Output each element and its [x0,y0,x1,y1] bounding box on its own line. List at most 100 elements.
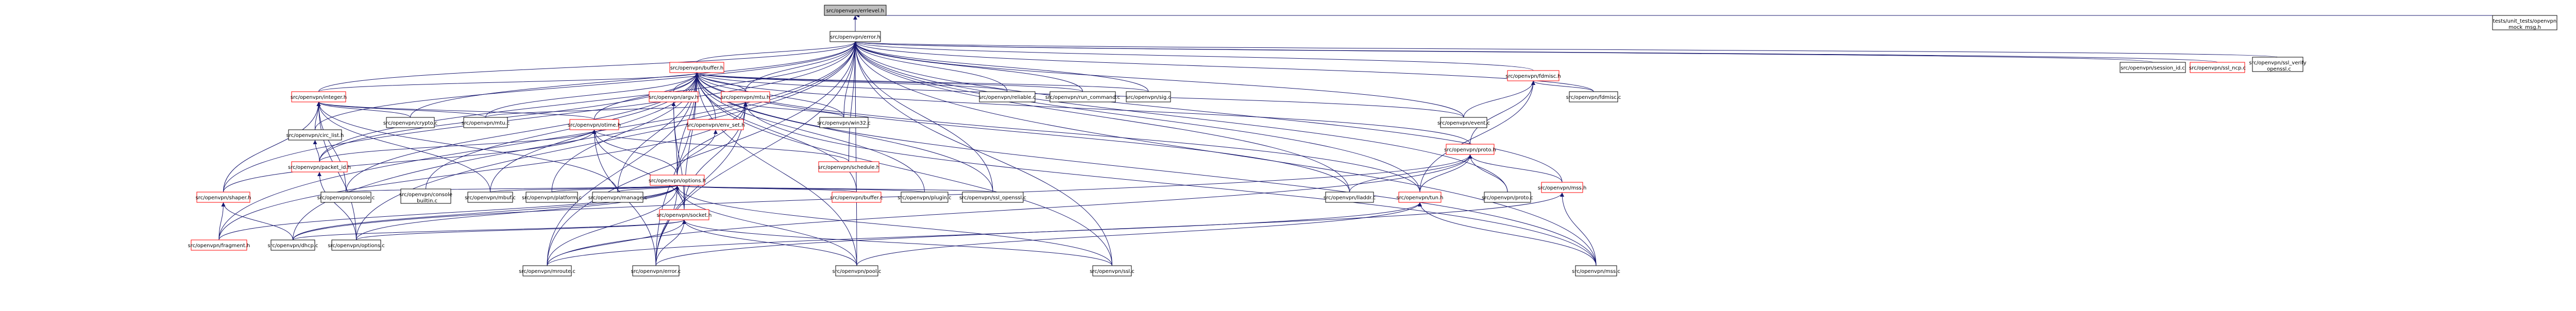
file-node-options-h[interactable]: src/openvpn/options.h [649,175,706,186]
file-node-env-set-h[interactable]: src/openvpn/env_set.h [686,119,745,130]
file-node-mss-c[interactable]: src/openvpn/mss.c [1572,265,1620,277]
file-node-label: src/openvpn/options.h [649,178,706,184]
file-node-label: src/openvpn/mroute.c [519,269,575,274]
file-node-mbuf-c[interactable]: src/openvpn/mbuf.c [465,192,516,203]
file-node-otime-h[interactable]: src/openvpn/otime.h [568,119,621,130]
file-node-packet-id-h[interactable]: src/openvpn/packet_id.h [288,161,351,172]
edge-mtu_c-to-buffer_h [485,72,699,118]
edge-run_command_c-to-buffer_h [694,72,1083,92]
file-node-schedule-h[interactable]: src/openvpn/schedule.h [818,161,879,172]
file-node-box [1325,192,1374,203]
edge-circ_list_h-to-error_h [315,41,857,130]
file-node-label: src/openvpn/error.h [830,34,880,40]
file-node-platform-c[interactable]: src/openvpn/platform.c [522,192,582,203]
file-node-buffer-h[interactable]: src/openvpn/buffer.h [669,62,724,73]
dependency-edges [218,13,2525,266]
edge-mbuf_c-to-options_h [490,185,680,193]
file-node-sig-c[interactable]: src/openvpn/sig.c [1126,91,1171,102]
edge-ssl_c-to-buffer_h [694,72,1112,266]
file-node-fdmisc-h[interactable]: src/openvpn/fdmisc.h [1505,70,1561,81]
file-node-win32-c[interactable]: src/openvpn/win32.c [817,117,871,128]
edge-dhcp_c-to-socket_h [293,219,686,240]
file-node-integer-h[interactable]: src/openvpn/integer.h [291,91,347,102]
file-node-console-c[interactable]: src/openvpn/console.c [317,192,375,203]
file-node-label: src/openvpn/buffer.h [670,65,723,71]
file-node-box [835,265,878,277]
file-node-box [1541,182,1583,193]
file-node-fdmisc-c[interactable]: src/openvpn/fdmisc.c [1566,91,1621,102]
edge-pool_c-to-tun_h [856,202,1422,266]
file-node-ssl-openssl-c[interactable]: src/openvpn/ssl_openssl.c [959,192,1026,203]
file-node-proto-c[interactable]: src/openvpn/proto.c [1482,192,1533,203]
file-node-label: src/openvpn/plugin.c [897,195,952,201]
edge-integer_h-to-error_h [318,41,857,92]
file-node-box [1092,265,1132,277]
file-node-label: src/openvpn/ssl.c [1090,269,1134,274]
edge-ssl_openssl_c-to-buffer_h [694,72,993,193]
file-node-label: tests/unit_tests/openvpn [2493,19,2557,24]
edge-mroute_c-to-options_h [547,185,680,266]
file-node-box [196,192,250,203]
edge-schedule_h-to-error_h [849,41,857,162]
file-node-mtu-c[interactable]: src/openvpn/mtu.c [462,117,510,128]
file-node-circ-list-h[interactable]: src/openvpn/circ_list.h [286,129,344,141]
file-node-crypto-c[interactable]: src/openvpn/crypto.c [383,117,437,128]
file-node-dhcp-c[interactable]: src/openvpn/dhcp.c [267,239,318,251]
file-node-box [1440,117,1487,128]
file-node-errlevel-h[interactable]: src/openvpn/errlevel.h [824,5,887,16]
file-node-console-builtin-c[interactable]: src/openvpn/console_builtin.c [399,188,452,204]
file-node-buffer-c[interactable]: src/openvpn/buffer.c [830,192,883,203]
file-node-mroute-c[interactable]: src/openvpn/mroute.c [519,265,575,277]
edge-socket_h-to-argv_h [671,101,685,210]
file-node-label: src/openvpn/packet_id.h [288,165,351,170]
file-node-run-command-c[interactable]: src/openvpn/run_command.c [1045,91,1120,102]
file-node-box [1575,265,1617,277]
file-node-ssl-ncp-c[interactable]: src/openvpn/ssl_ncp.c [2189,62,2246,73]
file-node-mss-h[interactable]: src/openvpn/mss.h [1538,182,1587,193]
file-node-box [1126,91,1171,102]
file-node-box [824,5,887,16]
file-node-event-c[interactable]: src/openvpn/event.c [1437,117,1490,128]
file-node-box [2120,62,2186,73]
file-node-options-c[interactable]: src/openvpn/options.c [328,239,385,251]
file-node-box [291,161,348,172]
file-node-proto-h[interactable]: src/openvpn/proto.h [1444,144,1496,155]
file-node-label: src/openvpn/sig.c [1126,95,1171,100]
file-node-tun-h[interactable]: src/openvpn/tun.h [1396,192,1444,203]
file-node-ssl-c[interactable]: src/openvpn/ssl.c [1090,265,1134,277]
file-node-pool-c[interactable]: src/openvpn/pool.c [833,265,882,277]
edge-schedule_h-to-otime_h [592,129,849,162]
file-node-shaper-h[interactable]: src/openvpn/shaper.h [196,192,251,203]
file-node-argv-h[interactable]: src/openvpn/argv.h [649,91,699,102]
file-node-manage-c[interactable]: src/openvpn/manage.c [588,192,647,203]
edge-sig_c-to-buffer_h [694,72,1149,92]
file-node-box [386,117,435,128]
file-node-error-h[interactable]: src/openvpn/error.h [829,31,881,42]
file-node-box [592,192,643,203]
file-node-mtu-h[interactable]: src/openvpn/mtu.h [721,91,770,102]
edge-ssl_verify_openssl_c-to-error_h [854,41,2278,58]
edge-packet_id_h-to-otime_h [319,129,597,162]
file-node-error-c[interactable]: src/openvpn/error.c [631,265,681,277]
file-node-label: src/openvpn/schedule.h [818,165,879,170]
edge-proto_c-to-error_h [853,41,1508,193]
file-node-session-id-c[interactable]: src/openvpn/session_id.c [2120,62,2186,73]
file-node-label: src/openvpn/integer.h [291,95,347,100]
file-node-label: src/openvpn/pool.c [833,269,882,274]
file-node-fragment-h[interactable]: src/openvpn/fragment.h [188,239,250,251]
edge-manage_c-to-integer_h [316,101,618,193]
file-node-ssl-verify-openssl-c[interactable]: src/openvpn/ssl_verify_openssl.c [2249,57,2307,72]
file-node-label: src/openvpn/mss.h [1538,185,1587,191]
file-node-reliable-c[interactable]: src/openvpn/reliable.c [979,91,1036,102]
file-node-lladdr-c[interactable]: src/openvpn/lladdr.c [1324,192,1376,203]
file-node-plugin-c[interactable]: src/openvpn/plugin.c [897,192,952,203]
edge-mroute_c-to-tun_h [547,202,1422,266]
file-node-socket-h[interactable]: src/openvpn/socket.h [657,209,712,220]
edge-sig_c-to-error_h [853,41,1149,92]
file-node-label: src/openvpn/otime.h [568,123,621,128]
file-node-box [191,239,247,251]
edge-fdmisc_h-to-error_h [853,41,1534,71]
edge-shaper_h-to-otime_h [223,129,597,193]
